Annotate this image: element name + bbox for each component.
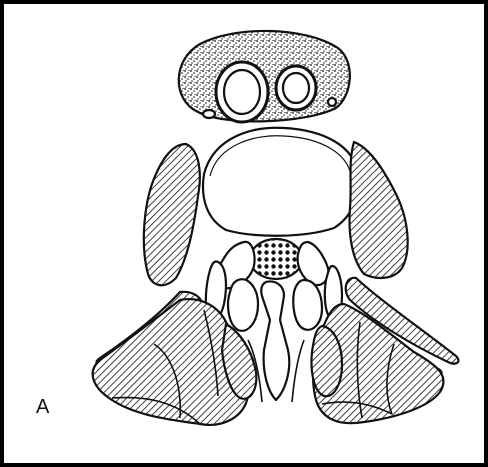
panel-label: A — [36, 396, 49, 419]
spinous-process — [261, 282, 289, 400]
psoas-left — [144, 144, 200, 285]
figure-frame: A — [4, 4, 484, 463]
spinal-cord — [250, 239, 302, 279]
facet-right — [293, 280, 322, 330]
small-vessel-right — [328, 98, 336, 106]
psoas-right — [350, 142, 408, 278]
small-vessel-left — [203, 110, 215, 118]
lamina-right — [298, 242, 329, 285]
vertebral-body — [203, 128, 358, 236]
vessel-left-lumen — [224, 70, 260, 114]
cross-section-diagram — [4, 4, 484, 463]
vessel-right-lumen — [283, 73, 309, 103]
facet-left — [228, 279, 258, 331]
posterior-outline-right — [292, 340, 304, 402]
